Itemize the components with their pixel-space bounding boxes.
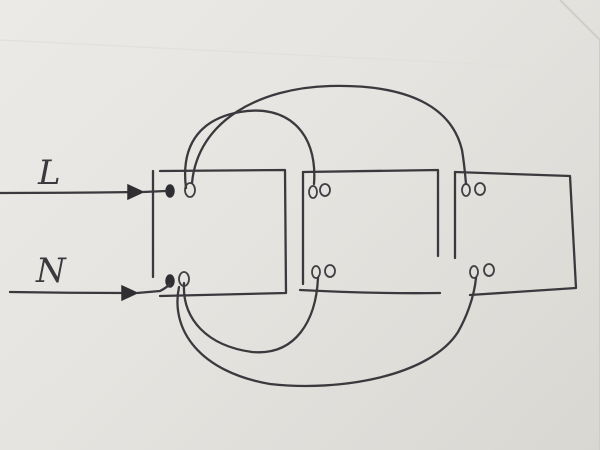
box-1-top-terminals xyxy=(141,182,196,198)
paper-crease xyxy=(0,39,600,71)
live-loop-box1-box3 xyxy=(190,84,468,186)
box-2-top-terminals xyxy=(308,183,331,199)
neutral-input-wire xyxy=(8,284,139,302)
label-neutral: N xyxy=(35,251,67,291)
box-1-bottom-terminals xyxy=(135,271,190,295)
live-loop-box1-box2 xyxy=(183,109,316,190)
label-live: L xyxy=(37,153,61,193)
live-input-wire xyxy=(0,183,145,201)
box-2-bottom-terminals xyxy=(311,264,336,279)
neutral-loop-box1-box3 xyxy=(176,276,478,388)
socket-box-3 xyxy=(453,170,578,297)
box-3-bottom-terminals xyxy=(469,263,495,279)
paper-edge xyxy=(559,0,600,450)
socket-box-2 xyxy=(298,168,442,295)
socket-box-1 xyxy=(135,168,288,298)
neutral-loop-box1-box2 xyxy=(182,276,320,354)
